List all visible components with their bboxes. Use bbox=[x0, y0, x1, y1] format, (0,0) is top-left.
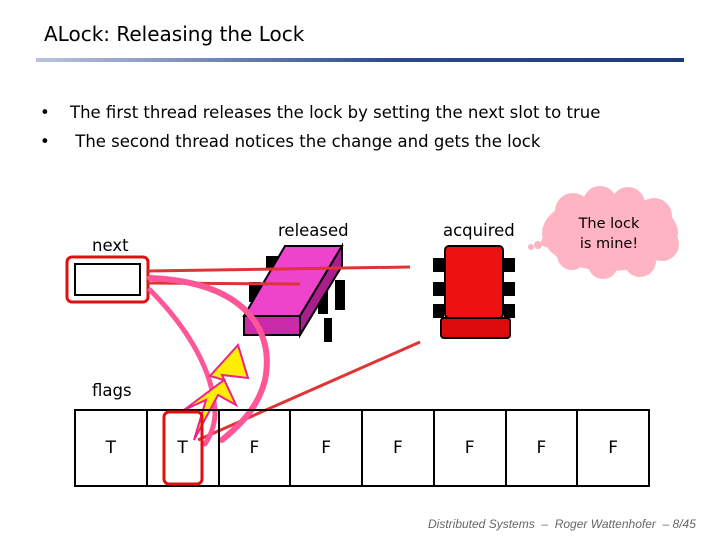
title-rule bbox=[36, 58, 684, 62]
slide-footer: Distributed Systems – Roger Wattenhofer … bbox=[428, 517, 696, 531]
flag-cell: F bbox=[608, 438, 619, 458]
bullet-list: • The first thread releases the lock by … bbox=[36, 98, 600, 156]
released-label: released bbox=[278, 221, 349, 240]
bullet-text: The second thread notices the change and… bbox=[70, 132, 541, 151]
flag-cell: F bbox=[363, 411, 435, 485]
bullet-text: The first thread releases the lock by se… bbox=[70, 103, 601, 122]
thought-bubble-text: The lock is mine! bbox=[568, 214, 650, 254]
slide-title: ALock: Releasing the Lock bbox=[44, 22, 305, 46]
thought-bubble-line: The lock bbox=[578, 216, 640, 232]
bullet-item: • The first thread releases the lock by … bbox=[36, 98, 600, 127]
acquired-label: acquired bbox=[443, 221, 515, 240]
acquired-lock-chip bbox=[433, 245, 515, 339]
release-pointer-curve bbox=[147, 275, 270, 443]
thought-bubble-line: is mine! bbox=[579, 236, 639, 252]
flags-array: T T F F F F F F bbox=[74, 409, 650, 487]
flag-cell: F bbox=[507, 411, 579, 485]
next-label: next bbox=[92, 236, 129, 255]
bullet-item: • The second thread notices the change a… bbox=[36, 127, 600, 156]
flag-cell: T bbox=[76, 411, 148, 485]
flags-label: flags bbox=[92, 381, 132, 400]
flag-cell: F bbox=[291, 411, 363, 485]
bullet-marker: • bbox=[40, 132, 50, 151]
flag-cell: F bbox=[220, 411, 292, 485]
next-cell bbox=[74, 263, 141, 296]
thought-bubble bbox=[528, 186, 679, 279]
bullet-marker: • bbox=[40, 103, 50, 122]
flag-cell: F bbox=[435, 411, 507, 485]
flag-cell: T bbox=[148, 411, 220, 485]
next-pointer-line bbox=[147, 265, 411, 273]
acquired-pointer-line bbox=[197, 340, 421, 442]
next-pointer-line-lower bbox=[147, 281, 301, 286]
